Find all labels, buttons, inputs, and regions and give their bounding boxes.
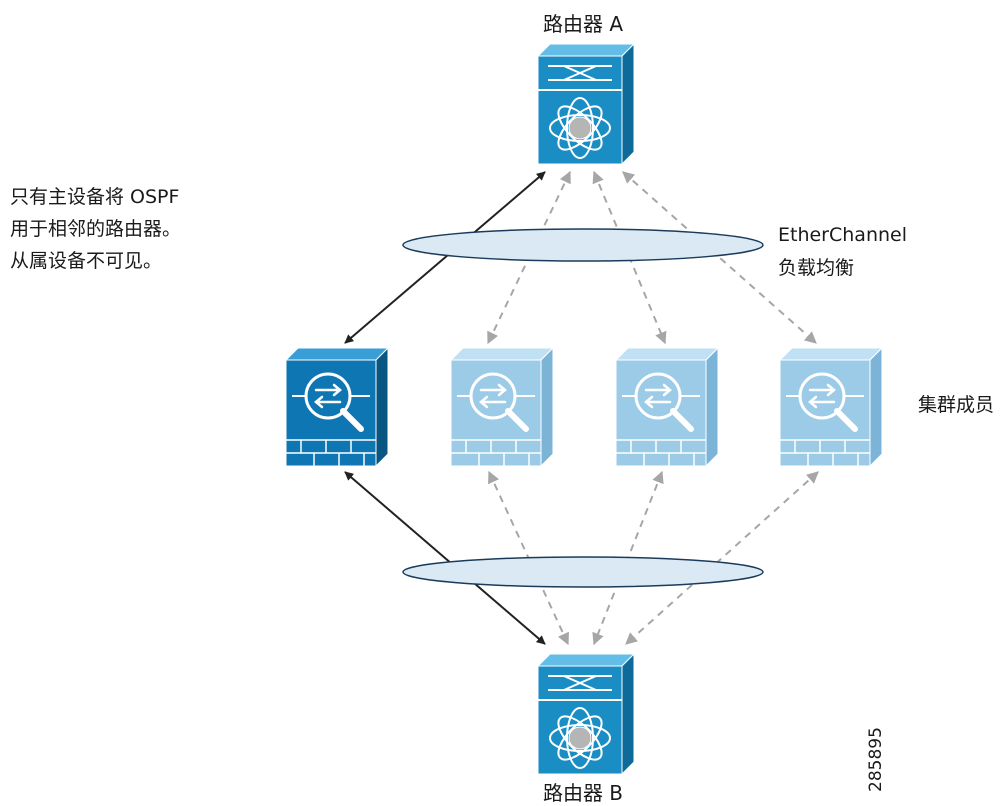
cluster-slave-2-icon [614, 346, 720, 468]
cluster-members-label: 集群成员 [918, 394, 994, 416]
cluster-slave-1-icon [449, 346, 555, 468]
link-a-slave3 [622, 171, 817, 344]
router-a-label: 路由器 A [543, 12, 623, 36]
etherchannel-ellipse-bottom [402, 556, 764, 588]
master-links [344, 171, 546, 645]
etherchannel-ellipse-top [402, 228, 764, 262]
load-balancing-label: 负载均衡 [778, 257, 854, 279]
cluster-master-icon [284, 346, 390, 468]
link-slave3-b [625, 471, 819, 645]
router-a-icon [536, 42, 636, 166]
router-b-icon [536, 652, 636, 776]
link-master-b [344, 471, 546, 645]
note-line-3: 从属设备不可见。 [10, 250, 162, 272]
figure-id: 285895 [866, 727, 886, 792]
note-line-1: 只有主设备将 OSPF [10, 186, 179, 208]
link-a-master [344, 171, 546, 344]
cluster-slave-3-icon [778, 346, 884, 468]
router-b-label: 路由器 B [543, 781, 623, 805]
note-line-2: 用于相邻的路由器。 [10, 218, 181, 240]
etherchannel-label: EtherChannel [778, 224, 907, 246]
